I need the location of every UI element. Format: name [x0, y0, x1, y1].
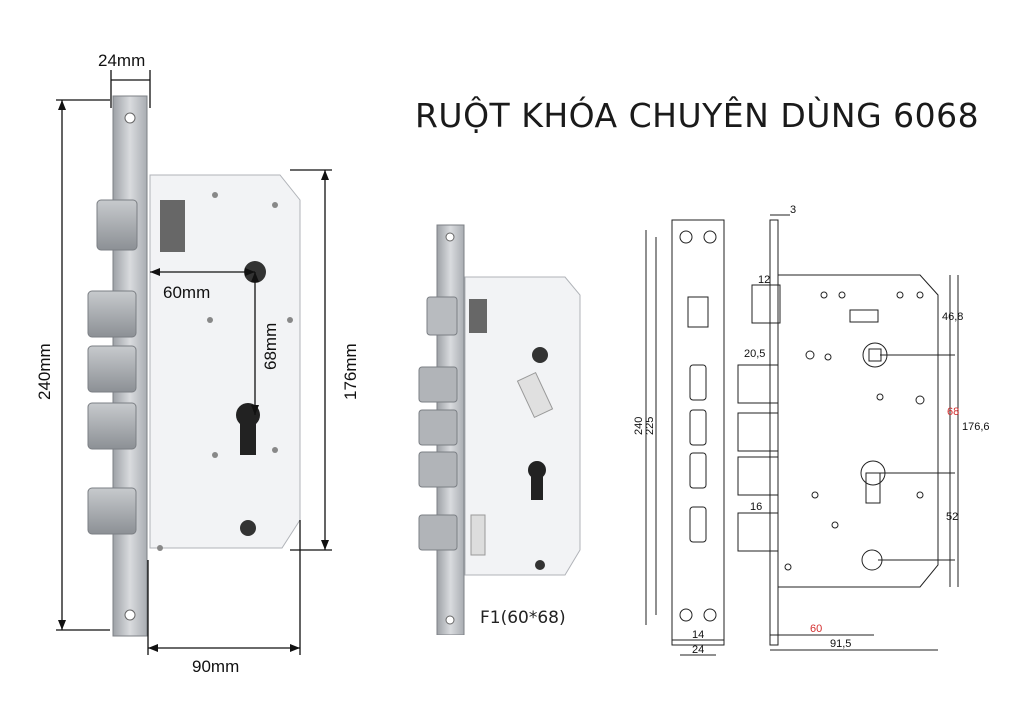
- dim-52: 52: [946, 511, 958, 523]
- dim-68mm: 68mm: [261, 323, 280, 370]
- screw-hole: [124, 112, 136, 124]
- screw-hole: [124, 609, 136, 621]
- dim-60: 60: [810, 623, 822, 635]
- latch-bolt: [426, 296, 458, 336]
- technical-drawing: 3 12 46,8 20,5 68 176,6 52 16 240 225 14…: [633, 204, 990, 656]
- product-caption: F1(60*68): [480, 608, 566, 628]
- dim-225: 225: [644, 417, 656, 435]
- dim-91-5: 91,5: [830, 638, 851, 650]
- dim-24: 24: [692, 644, 704, 656]
- dim-14: 14: [692, 629, 704, 641]
- deadbolt: [418, 409, 458, 446]
- deadbolt: [418, 451, 458, 488]
- deadbolt: [87, 487, 137, 535]
- deadbolt: [87, 402, 137, 450]
- deadbolt: [87, 345, 137, 393]
- deadbolt: [418, 366, 458, 403]
- deadbolt: [418, 514, 458, 551]
- deadbolt: [87, 290, 137, 338]
- dim-90mm: 90mm: [192, 657, 239, 676]
- dim-20-5: 20,5: [744, 348, 765, 360]
- dim-176mm: 176mm: [341, 343, 360, 400]
- dim-240mm: 240mm: [35, 343, 54, 400]
- dim-60mm: 60mm: [163, 283, 210, 302]
- lock-photo-large: 24mm 60mm 68mm 240mm 176mm 90mm: [35, 51, 360, 676]
- dim-68: 68: [947, 406, 959, 418]
- lock-case: [464, 276, 581, 576]
- dim-240: 240: [633, 417, 645, 435]
- dim-3: 3: [790, 204, 796, 216]
- dim-12: 12: [758, 274, 770, 286]
- dim-176-6: 176,6: [962, 421, 990, 433]
- dim-16: 16: [750, 501, 762, 513]
- dim-24mm: 24mm: [98, 51, 145, 70]
- dim-46-8: 46,8: [942, 311, 963, 323]
- page-title: RUỘT KHÓA CHUYÊN DÙNG 6068: [415, 96, 980, 135]
- lock-photo-small: [418, 224, 581, 635]
- latch-bolt: [96, 199, 138, 251]
